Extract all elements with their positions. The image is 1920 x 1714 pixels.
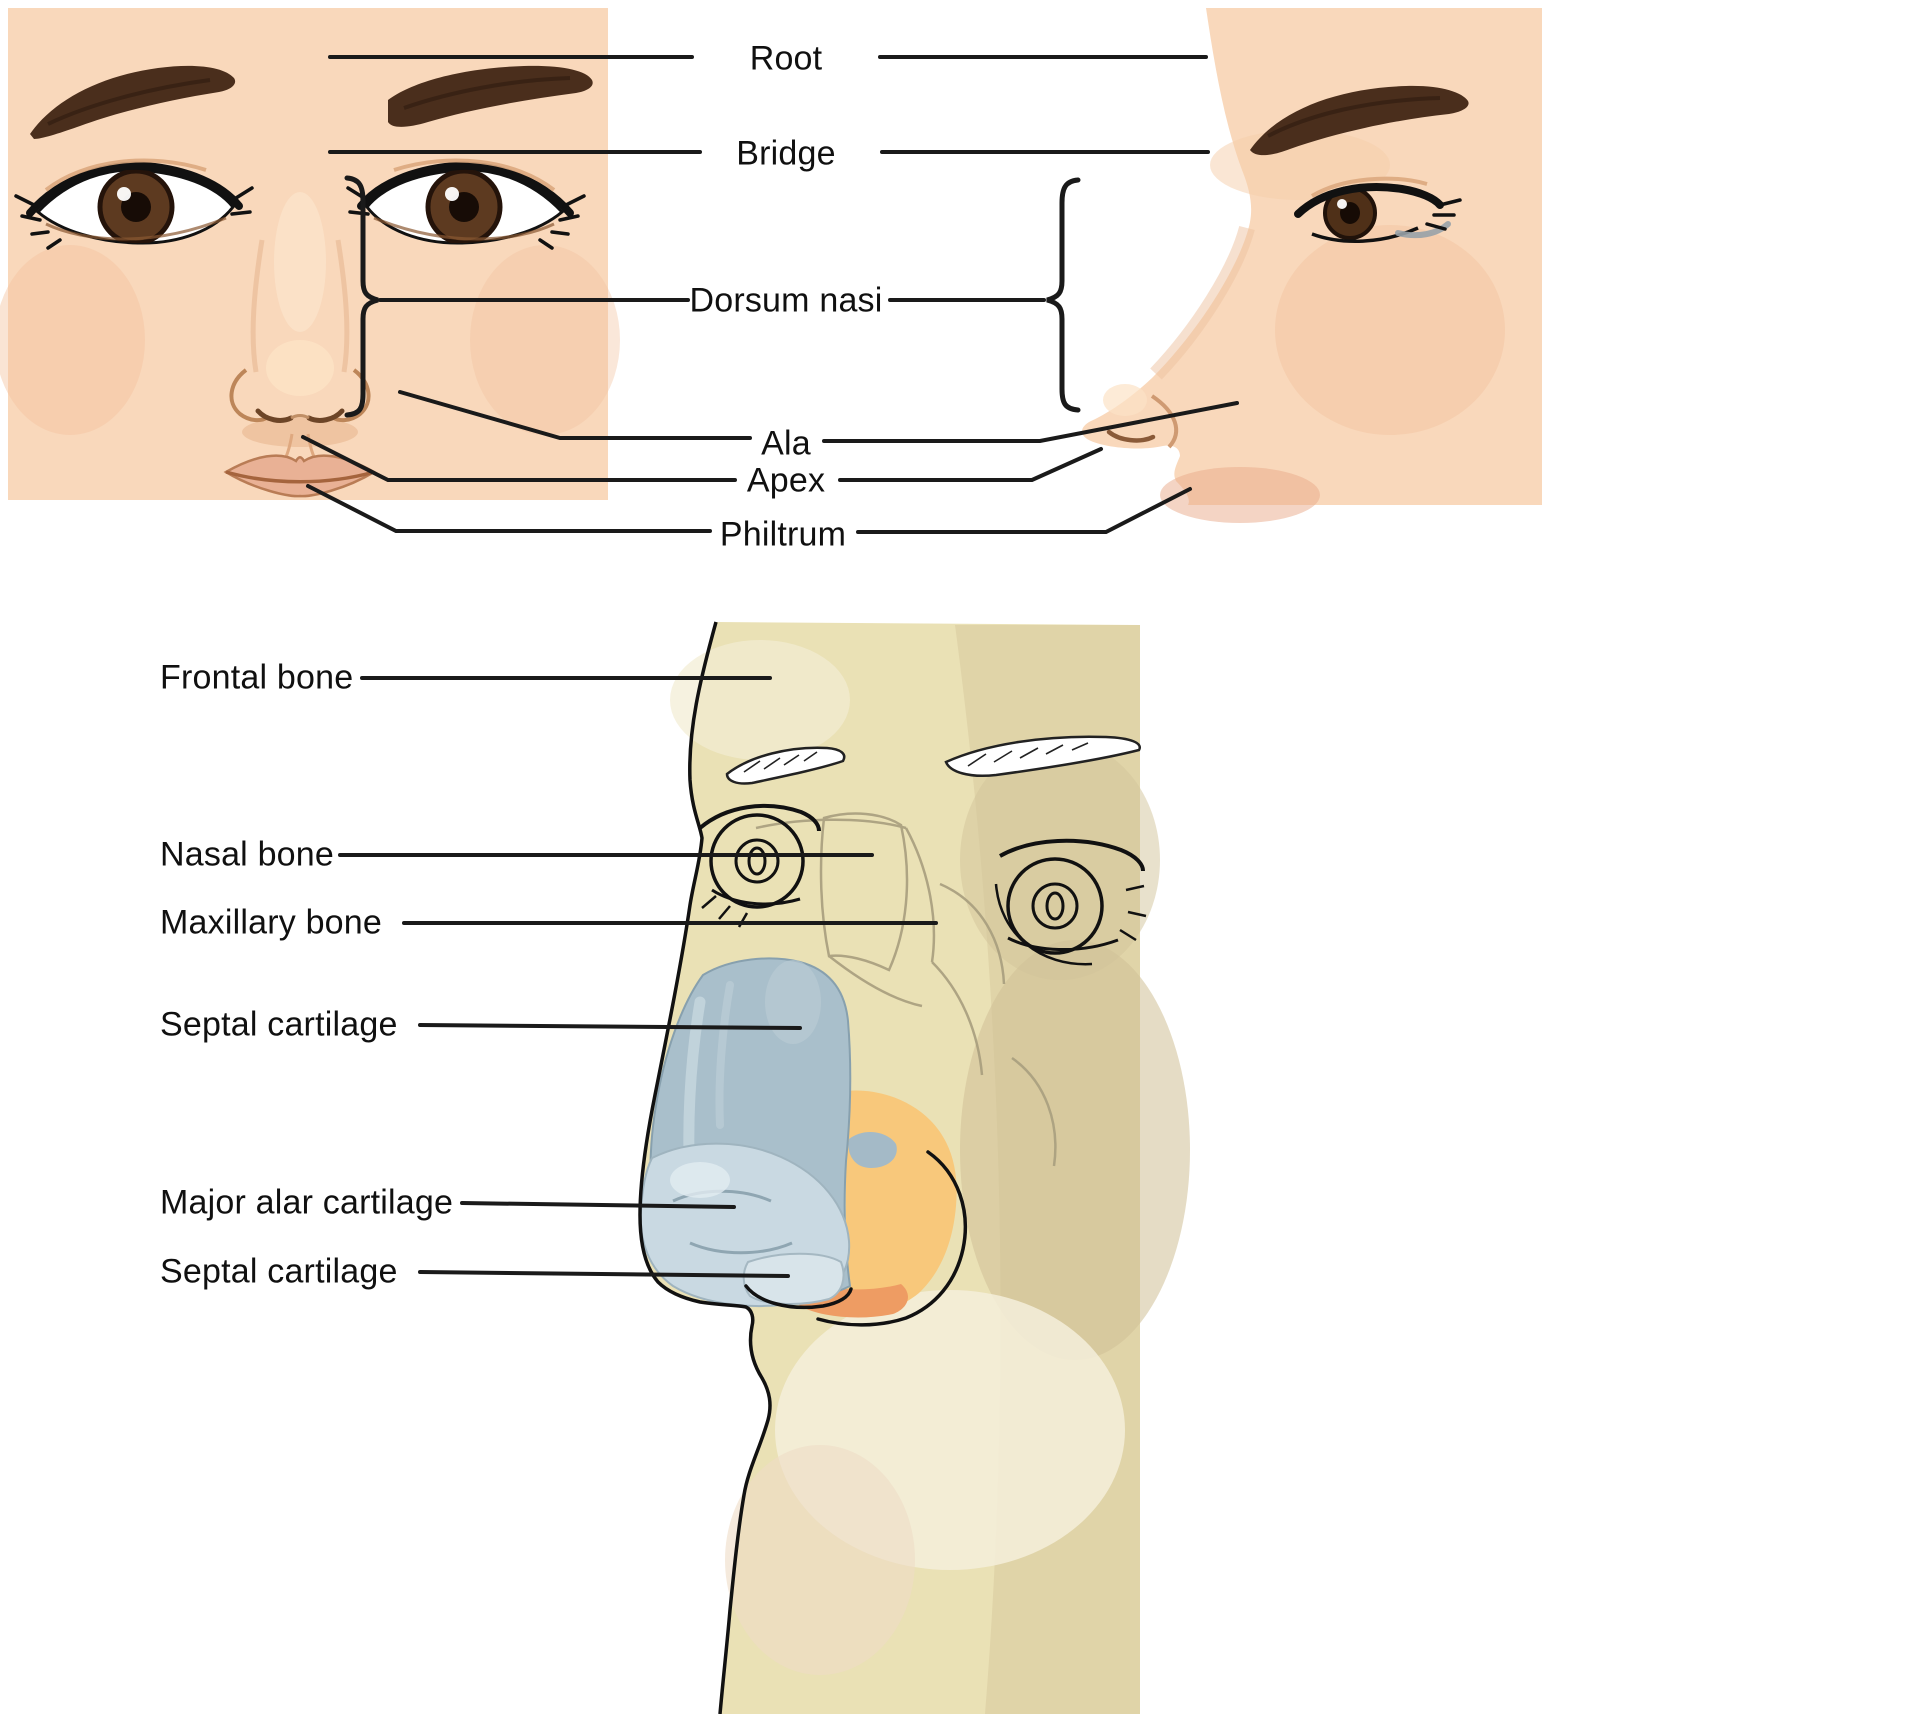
- label-nasal-bone: Nasal bone: [160, 835, 335, 874]
- skeletal-right-eyebrow: [944, 735, 1141, 777]
- leader-major-alar-cartilage: [460, 1201, 736, 1209]
- ala-outline: [816, 1150, 968, 1327]
- label-major-alar-cartilage: Major alar cartilage: [160, 1183, 454, 1222]
- surface-leader-lines: [301, 55, 1239, 534]
- left-eye: [14, 158, 254, 250]
- skeletal-illustration: [338, 621, 1190, 1714]
- bone-suture-lines: [755, 812, 1057, 1167]
- nasal-bone-outline: [819, 812, 909, 972]
- front-face-illustration: [0, 8, 620, 500]
- label-maxillary-bone: Maxillary bone: [160, 903, 383, 942]
- nostril-outline: [744, 1284, 853, 1310]
- profile-nose: [1103, 384, 1179, 449]
- cartilages: [639, 957, 957, 1318]
- label-septal-cartilage-lower: Septal cartilage: [160, 1252, 398, 1291]
- septal-cartilage-lower-shape: [742, 1252, 845, 1305]
- mouth: [223, 433, 377, 498]
- leader-apex-right: [838, 447, 1103, 482]
- label-apex: Apex: [746, 461, 826, 500]
- label-frontal-bone: Frontal bone: [160, 658, 354, 697]
- skeletal-leader-lines: [338, 676, 938, 1278]
- brace-right: [1046, 177, 1081, 413]
- cheek-shading-left: [0, 245, 145, 435]
- label-dorsum-nasi: Dorsum nasi: [689, 281, 883, 320]
- label-ala: Ala: [761, 424, 811, 463]
- label-septal-cartilage-upper: Septal cartilage: [160, 1005, 398, 1044]
- skeletal-left-eyebrow: [725, 746, 846, 785]
- minor-cartilage-blue: [848, 1131, 897, 1168]
- leader-ala-right: [822, 401, 1239, 443]
- profile-outline: [638, 621, 772, 1714]
- leader-philtrum-left: [306, 484, 712, 533]
- profile-skin: [1082, 8, 1542, 505]
- leader-ala-left: [398, 390, 752, 440]
- leader-septal-cartilage-lower: [418, 1270, 790, 1278]
- brace-left: [344, 175, 379, 418]
- leader-septal-cartilage-upper: [418, 1023, 802, 1030]
- leader-philtrum-right: [856, 487, 1192, 534]
- profile-eye: [1294, 176, 1462, 244]
- profile-face-illustration: [1082, 8, 1542, 523]
- right-eye: [346, 158, 586, 250]
- profile-eyebrow: [1250, 85, 1469, 156]
- label-bridge: Bridge: [736, 134, 836, 173]
- skeletal-right-eye: [994, 838, 1147, 966]
- leader-apex-left: [301, 435, 737, 482]
- cheek-shading-right: [470, 245, 620, 435]
- nose-outline-curves: [744, 1150, 968, 1327]
- label-root: Root: [749, 39, 823, 78]
- label-philtrum: Philtrum: [719, 515, 847, 554]
